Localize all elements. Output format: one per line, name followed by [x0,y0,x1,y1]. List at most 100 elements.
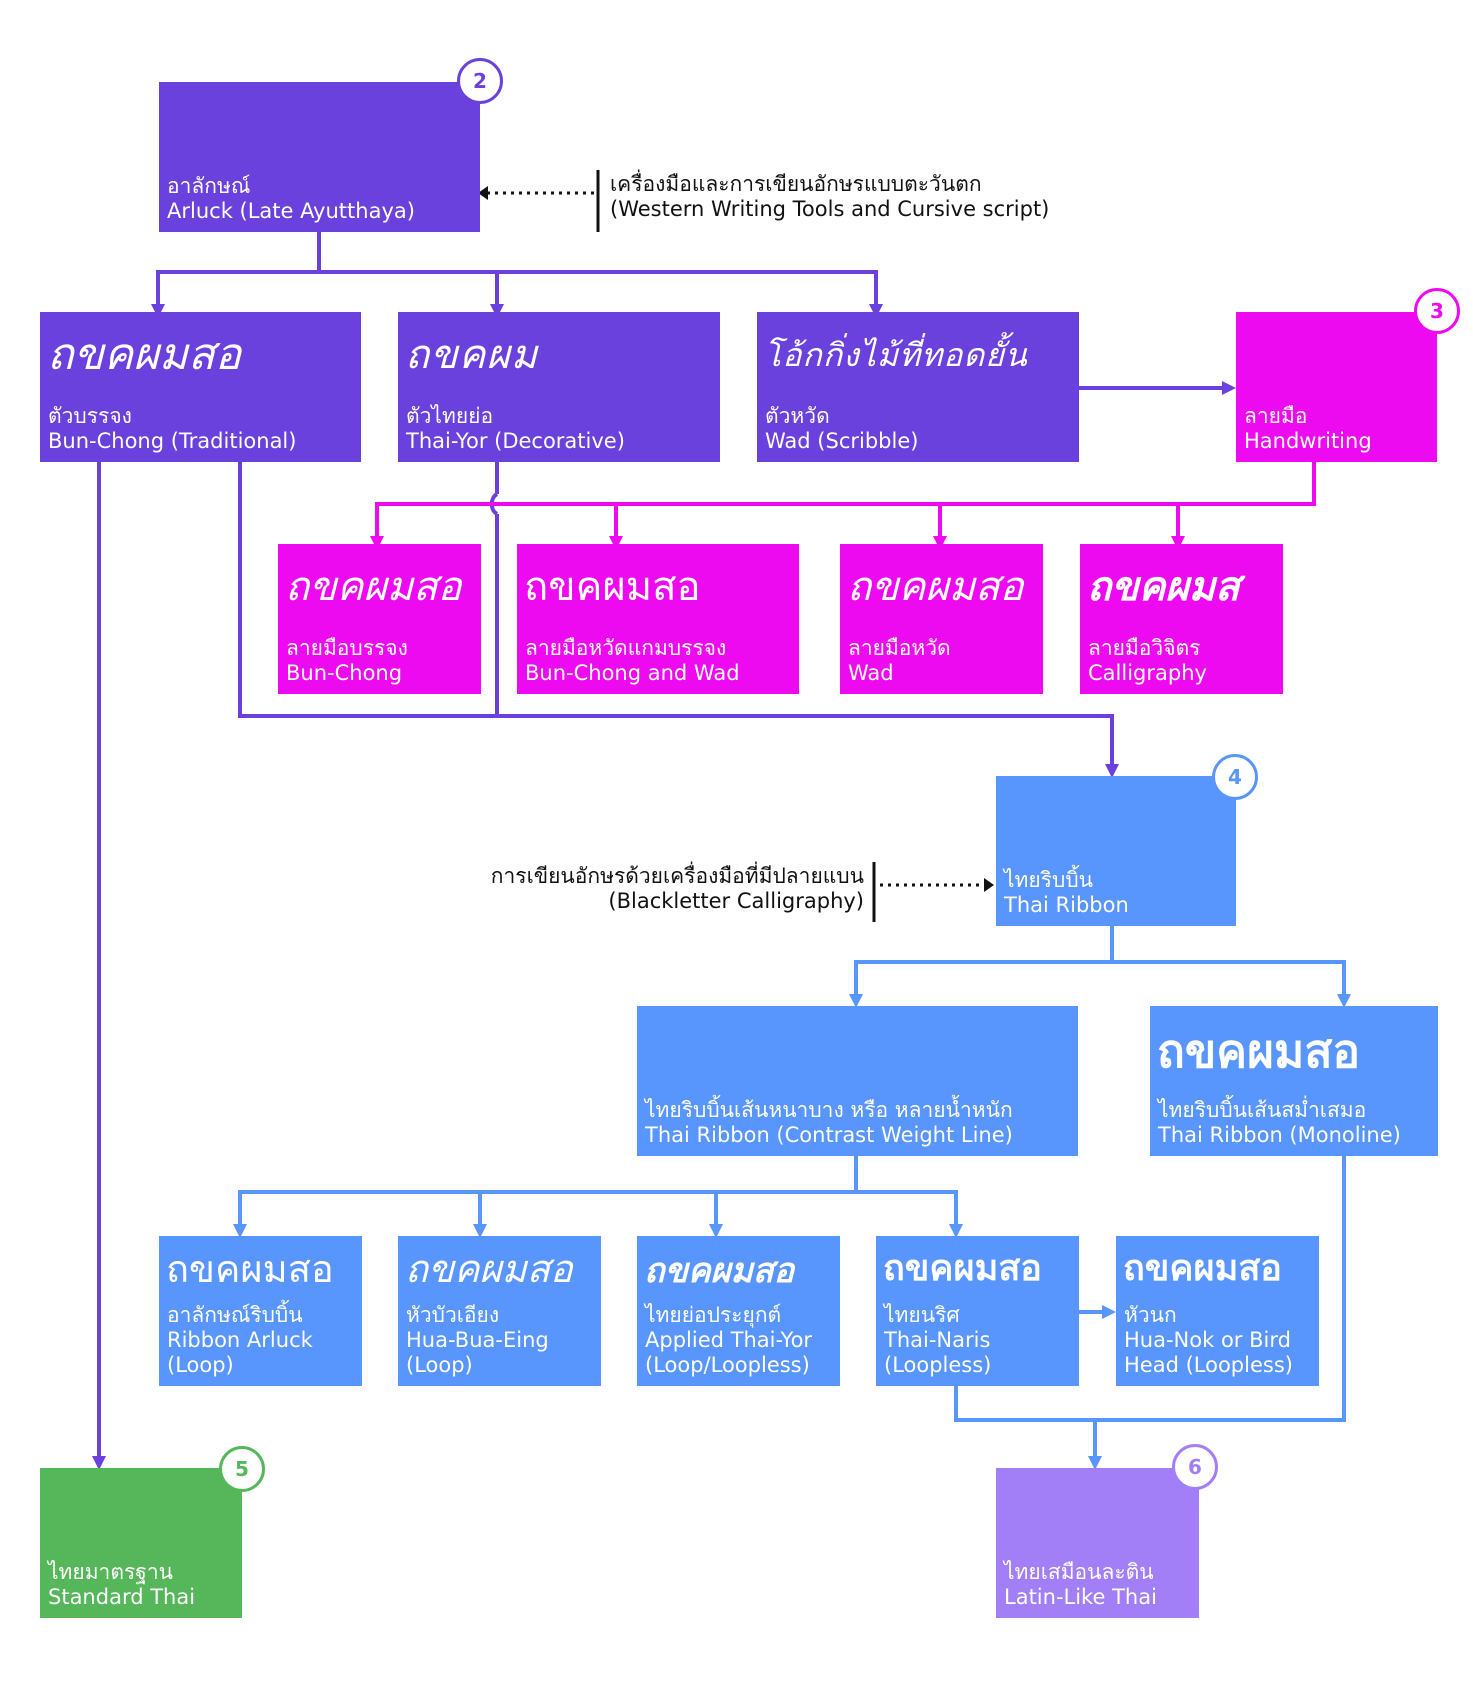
arrow-head [151,304,165,318]
note-western-thai: เครื่องมือและการเขียนอักษรแบบตะวันตก [610,172,982,196]
arrow-head [478,186,488,200]
edge-arluck-wad [497,270,878,306]
arrow-head [609,536,623,550]
node-contrast: ไทยริบบิ้นเส้นหนาบาง หรือ หลายน้ำหนัก Th… [637,1006,1078,1156]
node-hw-calligraphy: ถขคผมส ลายมือวิจิตร Calligraphy [1080,544,1283,694]
node-hw-bunchong-wad: ถขคผมสอ ลายมือหวัดแกมบรรจง Bun-Chong and… [517,544,799,694]
arrow-head [869,304,883,318]
node-hw-wad-sample: ถขคผมสอ [847,564,1024,610]
arrow-head [233,1224,247,1238]
note-western: เครื่องมือและการเขียนอักษรแบบตะวันตก (We… [610,172,1049,222]
note-blackletter-thai: การเขียนอักษรด้วยเครื่องมือที่มีปลายแบน [490,864,864,888]
edge-arluck-trunk [156,232,321,306]
node-hw-wad-thai: ลายมือหวัด [848,636,951,660]
arrow-head [709,1224,723,1238]
arrow-head [1337,994,1351,1008]
arrow-head [1105,764,1119,778]
node-bunchong: ถขคผมสอ ตัวบรรจง Bun-Chong (Traditional) [40,312,361,462]
node-latinlike-thai: ไทยเสมือนละติน [1004,1560,1154,1584]
node-naris: ถขคผมสอ ไทยนริศ Thai-Naris (Loopless) [876,1236,1079,1386]
node-hw-bunchong-sample: ถขคผมสอ [285,564,462,610]
node-huanok-thai: หัวนก [1124,1303,1177,1327]
node-thaiyor-thai: ตัวไทยย่อ [406,404,494,428]
node-hw-calligraphy-en: Calligraphy [1088,661,1207,685]
node-naris-thai: ไทยนริศ [884,1303,960,1327]
node-standard: ไทยมาตรฐาน Standard Thai [40,1468,242,1618]
node-bunchong-thai: ตัวบรรจง [48,404,132,428]
node-hw-bunchong-wad-sample: ถขคผมสอ [524,564,701,610]
node-latinlike-en: Latin-Like Thai [1004,1585,1157,1609]
node-hw-bunchong-thai: ลายมือบรรจง [286,636,408,660]
node-huanok-en1: Hua-Nok or Bird [1124,1328,1291,1352]
node-handwriting: ลายมือ Handwriting [1236,312,1437,462]
edge-ribbon-split [854,923,1114,996]
node-wad-en: Wad (Scribble) [765,429,919,453]
badge-4: 4 [1212,754,1258,800]
node-hw-calligraphy-sample: ถขคผมส [1087,564,1240,610]
node-hw-bunchong-en: Bun-Chong [286,661,403,685]
node-applied-thai: ไทยย่อประยุกต์ [645,1303,782,1327]
arrow-head [933,536,947,550]
node-naris-en1: Thai-Naris [884,1328,991,1352]
arrow-head [849,994,863,1008]
edge-contrast-children [238,1153,858,1226]
arrow-head [370,536,384,550]
node-hw-wad-en: Wad [848,661,894,685]
node-applied-en2: (Loop/Loopless) [645,1353,810,1377]
node-monoline-thai: ไทยริบบิ้นเส้นสม่ำเสมอ [1158,1098,1367,1122]
node-applied-sample: ถขคผมสอ [644,1251,795,1291]
node-handwriting-en: Handwriting [1244,429,1372,453]
node-ribbon-arluck-sample: ถขคผมสอ [166,1247,334,1291]
edge-ribbon-monoline [1112,960,1346,996]
node-huanok-sample: ถขคผมสอ [1123,1248,1282,1289]
note-blackletter-en: (Blackletter Calligraphy) [608,889,864,913]
node-wad: โอ้กกิ่งไม้ที่ทอดยั้น ตัวหวัด Wad (Scrib… [757,312,1079,462]
node-wad-thai: ตัวหวัด [765,404,830,428]
node-thaiyor-sample: ถขคผม [405,332,539,378]
node-handwriting-thai: ลายมือ [1244,404,1308,428]
node-ribbon-arluck-thai: อาลักษณ์ริบบิ้น [167,1303,303,1327]
badge-2: 2 [457,58,503,104]
node-applied: ถขคผมสอ ไทยย่อประยุกต์ Applied Thai-Yor … [637,1236,840,1386]
node-thaiyor-en: Thai-Yor (Decorative) [406,429,625,453]
node-ribbon-arluck-en1: Ribbon Arluck [167,1328,313,1352]
node-thai-ribbon-thai: ไทยริบบิ้น [1004,868,1094,892]
badge-3: 3 [1414,288,1460,334]
node-arluck-thai: อาลักษณ์ [167,174,251,198]
node-contrast-en: Thai Ribbon (Contrast Weight Line) [645,1123,1013,1147]
node-thai-ribbon-en: Thai Ribbon [1004,893,1129,917]
node-naris-en2: (Loopless) [884,1353,992,1377]
node-huabua-en1: Hua-Bua-Eing [406,1328,549,1352]
note-western-en: (Western Writing Tools and Cursive scrip… [610,197,1050,221]
node-hw-bunchong: ถขคผมสอ ลายมือบรรจง Bun-Chong [278,544,481,694]
node-monoline-en: Thai Ribbon (Monoline) [1158,1123,1401,1147]
node-thaiyor: ถขคผม ตัวไทยย่อ Thai-Yor (Decorative) [398,312,720,462]
edge-naris-latin [954,1153,1346,1422]
edge-handwriting-bus [375,460,1316,538]
node-bunchong-en: Bun-Chong (Traditional) [48,429,297,453]
node-hw-calligraphy-thai: ลายมือวิจิตร [1088,636,1201,660]
node-ribbon-arluck-en2: (Loop) [167,1353,234,1377]
arrow-head [92,1456,106,1470]
node-thai-ribbon: ไทยริบบิ้น Thai Ribbon [996,776,1236,926]
node-hw-bunchong-wad-en: Bun-Chong and Wad [525,661,740,685]
arrow-head [1088,1456,1102,1470]
edge-arluck-thaiyor [319,270,499,306]
node-huabua-en2: (Loop) [406,1353,473,1377]
arrow-head [984,878,994,892]
node-arluck-en: Arluck (Late Ayutthaya) [167,199,415,223]
node-huabua-thai: หัวบัวเอียง [406,1303,500,1327]
arrow-head [1222,381,1236,395]
node-monoline-sample: ถขคผมสอ [1157,1024,1361,1078]
node-huabua-sample: ถขคผมสอ [405,1247,573,1291]
node-arluck: อาลักษณ์ Arluck (Late Ayutthaya) [159,82,480,232]
arrow-head [490,304,504,318]
node-huanok-en2: Head (Loopless) [1124,1353,1293,1377]
badge-6: 6 [1172,1444,1218,1490]
edge-contrast-naris [856,1190,958,1226]
node-naris-sample: ถขคผมสอ [883,1248,1042,1289]
arrow-head [1171,536,1185,550]
node-ribbon-arluck: ถขคผมสอ อาลักษณ์ริบบิ้น Ribbon Arluck (L… [159,1236,362,1386]
node-standard-en: Standard Thai [48,1585,196,1609]
